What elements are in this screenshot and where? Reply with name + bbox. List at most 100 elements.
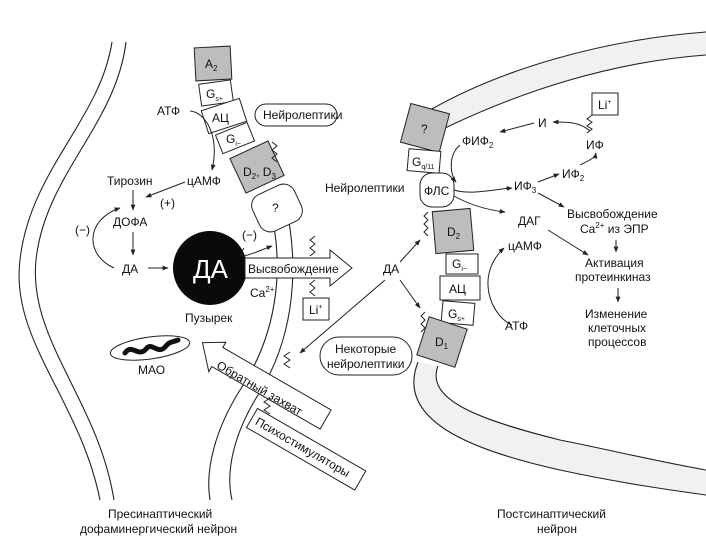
svg-text:D2: D2 bbox=[447, 225, 461, 241]
ip3-to-ca-release-arrow bbox=[537, 192, 565, 208]
postsynaptic-d1-receptor: D1 bbox=[416, 311, 468, 368]
tyrosine-label: Тирозин bbox=[107, 174, 153, 188]
change-line2: клеточных bbox=[588, 321, 646, 335]
pip2-label: ФИФ2 bbox=[462, 134, 494, 150]
plus-label: (+) bbox=[160, 196, 175, 210]
postsynaptic-gq-protein: Gq/11 bbox=[406, 148, 442, 174]
svg-text:Gs+: Gs+ bbox=[206, 87, 223, 103]
presynaptic-d2-d3-receptor: D2, D3 bbox=[229, 140, 285, 194]
camp-label: цАМФ bbox=[187, 174, 221, 188]
lithium-box-presynaptic: Li+ bbox=[302, 297, 330, 321]
minus-right-label: (−) bbox=[242, 228, 257, 242]
feedback-arrow bbox=[92, 207, 121, 269]
reuptake-wavy bbox=[283, 351, 291, 369]
change-line3: процессов bbox=[588, 335, 646, 349]
presynaptic-outer-membrane bbox=[18, 41, 127, 501]
dopa-label: ДОФА bbox=[113, 215, 147, 229]
pk-line2: протеинкиназ bbox=[575, 270, 651, 284]
svg-text:Некоторые: Некоторые bbox=[335, 342, 396, 356]
svg-text:ФЛС: ФЛС bbox=[424, 184, 450, 198]
presynaptic-caption-line1: Пресинаптический bbox=[108, 507, 212, 521]
postsynaptic-membrane bbox=[413, 31, 706, 496]
mao-mitochondrion bbox=[109, 335, 191, 361]
presynaptic-caption-line2: дофаминергический нейрон bbox=[80, 522, 237, 536]
postsynaptic-gi-protein: Gi− bbox=[445, 253, 479, 275]
mao-label: МАО bbox=[138, 363, 165, 377]
inositol-label: И bbox=[538, 116, 547, 130]
plc-to-ip3-arrow bbox=[453, 186, 513, 193]
minus-left-label: (−) bbox=[75, 223, 90, 237]
postsynaptic-unknown-receptor: ? bbox=[399, 102, 451, 154]
presynaptic-gi-protein: Gi− bbox=[214, 121, 256, 155]
svg-text:АЦ: АЦ bbox=[212, 111, 229, 125]
dag-to-pk-arrow bbox=[547, 229, 589, 256]
svg-text:D1: D1 bbox=[435, 335, 449, 351]
postsynaptic-adenylate-cyclase: АЦ bbox=[439, 275, 481, 301]
cleft-da-label: ДА bbox=[383, 262, 399, 276]
postsynaptic-plc: ФЛС bbox=[419, 172, 455, 208]
lithium-wavy-postsynaptic bbox=[586, 114, 593, 134]
svg-text:Li+: Li+ bbox=[598, 98, 611, 112]
svg-text:?: ? bbox=[421, 122, 428, 136]
ip-to-inositol-arrow bbox=[552, 119, 591, 132]
psychostimulant-wavy bbox=[263, 397, 271, 415]
svg-text:Gi−: Gi− bbox=[452, 257, 467, 273]
ip-label: ИФ bbox=[586, 138, 604, 152]
postsynaptic-caption-line1: Постсинаптический bbox=[497, 507, 606, 521]
release-arrow: Высвобождение bbox=[244, 248, 353, 288]
svg-text:?: ? bbox=[272, 201, 279, 215]
da-to-reuptake-arrow bbox=[299, 279, 386, 354]
vesicle: ДА bbox=[173, 231, 247, 305]
postsynaptic-d2-receptor: D2 bbox=[423, 207, 475, 255]
svg-text:АЦ: АЦ bbox=[449, 282, 466, 296]
lithium-box-postsynaptic: Li+ bbox=[591, 92, 619, 116]
postsynaptic-caption-line2: нейрон bbox=[537, 522, 577, 536]
ip2-label: ИФ2 bbox=[562, 167, 585, 183]
presynaptic-gs-protein: Gs+ bbox=[198, 79, 234, 107]
pk-line1: Активация bbox=[585, 256, 644, 270]
svg-text:Gi−: Gi− bbox=[226, 132, 241, 148]
atp-label: АТФ bbox=[157, 104, 180, 118]
svg-text:Нейролептики: Нейролептики bbox=[263, 108, 342, 122]
svg-text:Gs+: Gs+ bbox=[448, 307, 465, 323]
calcium-label: Ca2+ bbox=[250, 285, 275, 300]
svg-text:A2: A2 bbox=[205, 57, 218, 73]
dag-label: ДАГ bbox=[518, 214, 541, 228]
presynaptic-neuroleptics-label: Нейролептики bbox=[254, 103, 342, 127]
svg-text:Высвобождение: Высвобождение bbox=[248, 262, 339, 276]
postsynaptic-neuroleptics-label: Нейролептики bbox=[325, 181, 404, 195]
atp-to-camp-arrow bbox=[189, 110, 216, 171]
plc-to-dag-arrow bbox=[453, 195, 506, 214]
svg-text:Психостимуляторы: Психостимуляторы bbox=[253, 414, 353, 480]
release-wavy-bottom bbox=[309, 279, 316, 297]
presynaptic-a2-receptor: A2 bbox=[193, 45, 233, 82]
camp-to-dopa-arrow bbox=[145, 181, 186, 198]
change-line1: Изменение bbox=[585, 307, 648, 321]
postsynaptic-gs-protein: Gs+ bbox=[440, 300, 476, 326]
ca-release-line2: Ca2+ из ЭПР bbox=[580, 221, 649, 236]
vesicle-label: Пузырек bbox=[185, 311, 233, 325]
postsynaptic-atp-label: АТФ bbox=[505, 319, 528, 333]
release-wavy-top bbox=[309, 235, 316, 257]
ip3-to-ip2-arrow bbox=[537, 173, 560, 183]
presynaptic-unknown-receptor: ? bbox=[251, 183, 303, 233]
da-to-d2-arrow bbox=[399, 239, 421, 263]
atp-to-camp-postsynaptic-arrow bbox=[487, 247, 513, 326]
inositol-to-pip2-arrow bbox=[499, 122, 535, 133]
da-small-label: ДА bbox=[122, 262, 138, 276]
svg-text:Gq/11: Gq/11 bbox=[412, 155, 435, 171]
ip3-label: ИФ3 bbox=[514, 179, 537, 195]
pip2-to-plc-curve bbox=[450, 144, 461, 183]
svg-text:Li+: Li+ bbox=[309, 303, 322, 317]
postsynaptic-camp-label: цАМФ bbox=[508, 239, 542, 253]
unknown-inhibition-arrow bbox=[240, 245, 273, 257]
some-neuroleptics-label: Некоторые нейролептики bbox=[319, 336, 413, 376]
da-to-d1-arrow bbox=[399, 279, 421, 309]
svg-text:D2, D3: D2, D3 bbox=[243, 165, 276, 181]
ca-release-line1: Высвобождение bbox=[567, 207, 658, 221]
ip2-to-ip-arrow bbox=[579, 152, 598, 166]
svg-text:нейролептики: нейролептики bbox=[327, 357, 404, 371]
presynaptic-adenylate-cyclase: АЦ bbox=[200, 97, 248, 135]
svg-text:ДА: ДА bbox=[193, 254, 229, 284]
